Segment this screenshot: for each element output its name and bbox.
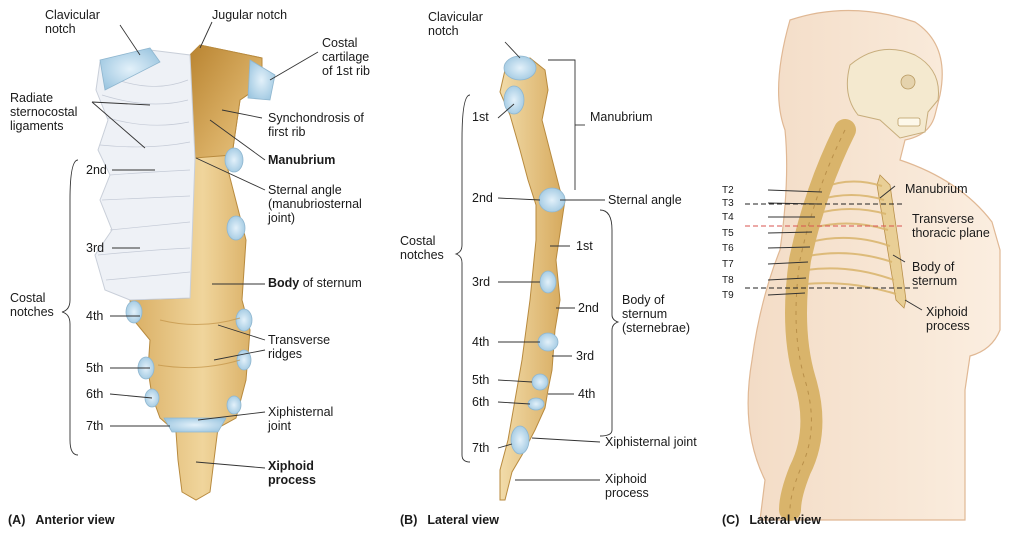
caption-a-text: Anterior view: [35, 513, 114, 527]
label-b-notch-4th: 4th: [472, 335, 489, 349]
caption-c-text: Lateral view: [749, 513, 821, 527]
label-a-xiphoid-process: Xiphoid process: [268, 459, 316, 487]
label-a-body-rest: of sternum: [299, 276, 362, 290]
label-b-notch-6th: 6th: [472, 395, 489, 409]
label-a-jugular-notch: Jugular notch: [212, 8, 287, 22]
label-a-body-of-sternum: Body of sternum: [268, 276, 362, 290]
label-c-t5: T5: [722, 228, 734, 239]
label-b-sternebra-4th: 4th: [578, 387, 595, 401]
label-a-xiphisternal-joint: Xiphisternal joint: [268, 405, 333, 433]
label-b-notch-2nd: 2nd: [472, 191, 493, 205]
label-a-notch-4th: 4th: [86, 309, 103, 323]
label-b-notch-7th: 7th: [472, 441, 489, 455]
label-c-t9: T9: [722, 290, 734, 301]
label-c-body-of-sternum: Body of sternum: [912, 260, 957, 288]
label-c-t2: T2: [722, 185, 734, 196]
label-a-body-bold: Body: [268, 276, 299, 290]
label-a-synchondrosis: Synchondrosis of first rib: [268, 111, 364, 139]
label-b-costal-notches: Costal notches: [400, 234, 444, 262]
caption-a-letter: (A): [8, 513, 25, 527]
label-a-notch-7th: 7th: [86, 419, 103, 433]
label-a-notch-3rd: 3rd: [86, 241, 104, 255]
panel-c-illustration: [748, 10, 1000, 520]
label-a-manubrium: Manubrium: [268, 153, 335, 167]
caption-b-letter: (B): [400, 513, 417, 527]
label-a-clavicular-notch: Clavicular notch: [45, 8, 100, 36]
label-c-t4: T4: [722, 212, 734, 223]
label-c-t6: T6: [722, 243, 734, 254]
label-a-costal-cartilage: Costal cartilage of 1st rib: [322, 36, 370, 78]
label-b-manubrium: Manubrium: [590, 110, 653, 124]
label-c-t7: T7: [722, 259, 734, 270]
label-c-transverse-plane: Transverse thoracic plane: [912, 212, 990, 240]
panel-a-illustration: [95, 45, 275, 500]
label-b-sternal-angle: Sternal angle: [608, 193, 682, 207]
caption-c-letter: (C): [722, 513, 739, 527]
panel-b-illustration: [500, 56, 565, 500]
label-c-manubrium: Manubrium: [905, 182, 968, 196]
label-a-notch-5th: 5th: [86, 361, 103, 375]
label-b-sternebra-3rd: 3rd: [576, 349, 594, 363]
label-b-xiphoid-process: Xiphoid process: [605, 472, 649, 500]
label-b-notch-1st: 1st: [472, 110, 489, 124]
clavicular-notch-lateral: [504, 56, 536, 80]
label-a-sternal-angle: Sternal angle (manubriosternal joint): [268, 183, 362, 225]
label-c-t8: T8: [722, 275, 734, 286]
label-b-xiphisternal-joint: Xiphisternal joint: [605, 435, 697, 449]
caption-b: (B) Lateral view: [400, 513, 499, 527]
label-a-notch-6th: 6th: [86, 387, 103, 401]
label-a-costal-notches: Costal notches: [10, 291, 54, 319]
label-c-xiphoid-process: Xiphoid process: [926, 305, 970, 333]
label-c-t3: T3: [722, 198, 734, 209]
label-b-sternebra-2nd: 2nd: [578, 301, 599, 315]
label-a-transverse-ridges: Transverse ridges: [268, 333, 330, 361]
caption-b-text: Lateral view: [427, 513, 499, 527]
label-a-radiate-ligaments: Radiate sternocostal ligaments: [10, 91, 77, 133]
label-b-sternebra-1st: 1st: [576, 239, 593, 253]
label-b-notch-5th: 5th: [472, 373, 489, 387]
caption-a: (A) Anterior view: [8, 513, 115, 527]
xiphisternal-cartilage: [164, 418, 226, 432]
label-b-body-of-sternum: Body of sternum (sternebrae): [622, 293, 690, 335]
caption-c: (C) Lateral view: [722, 513, 821, 527]
label-b-clavicular-notch: Clavicular notch: [428, 10, 483, 38]
label-b-notch-3rd: 3rd: [472, 275, 490, 289]
label-a-notch-2nd: 2nd: [86, 163, 107, 177]
